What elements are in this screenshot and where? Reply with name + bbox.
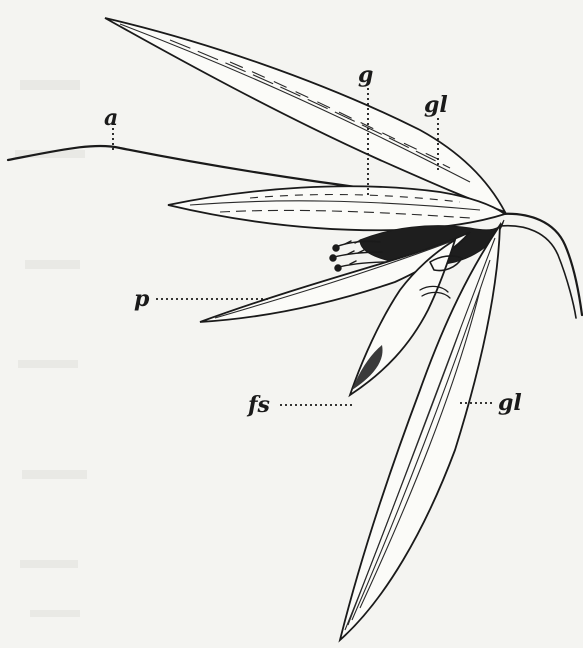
label-gl-lower: gl [498,390,522,416]
label-p: p [134,286,150,312]
label-a: a [104,105,118,131]
label-gl-upper: gl [424,92,448,118]
pedicel [500,214,582,315]
paper-texture [15,80,87,617]
label-g: g [358,62,373,88]
label-fs: fs [246,392,270,418]
pedicel-inner [500,226,576,318]
